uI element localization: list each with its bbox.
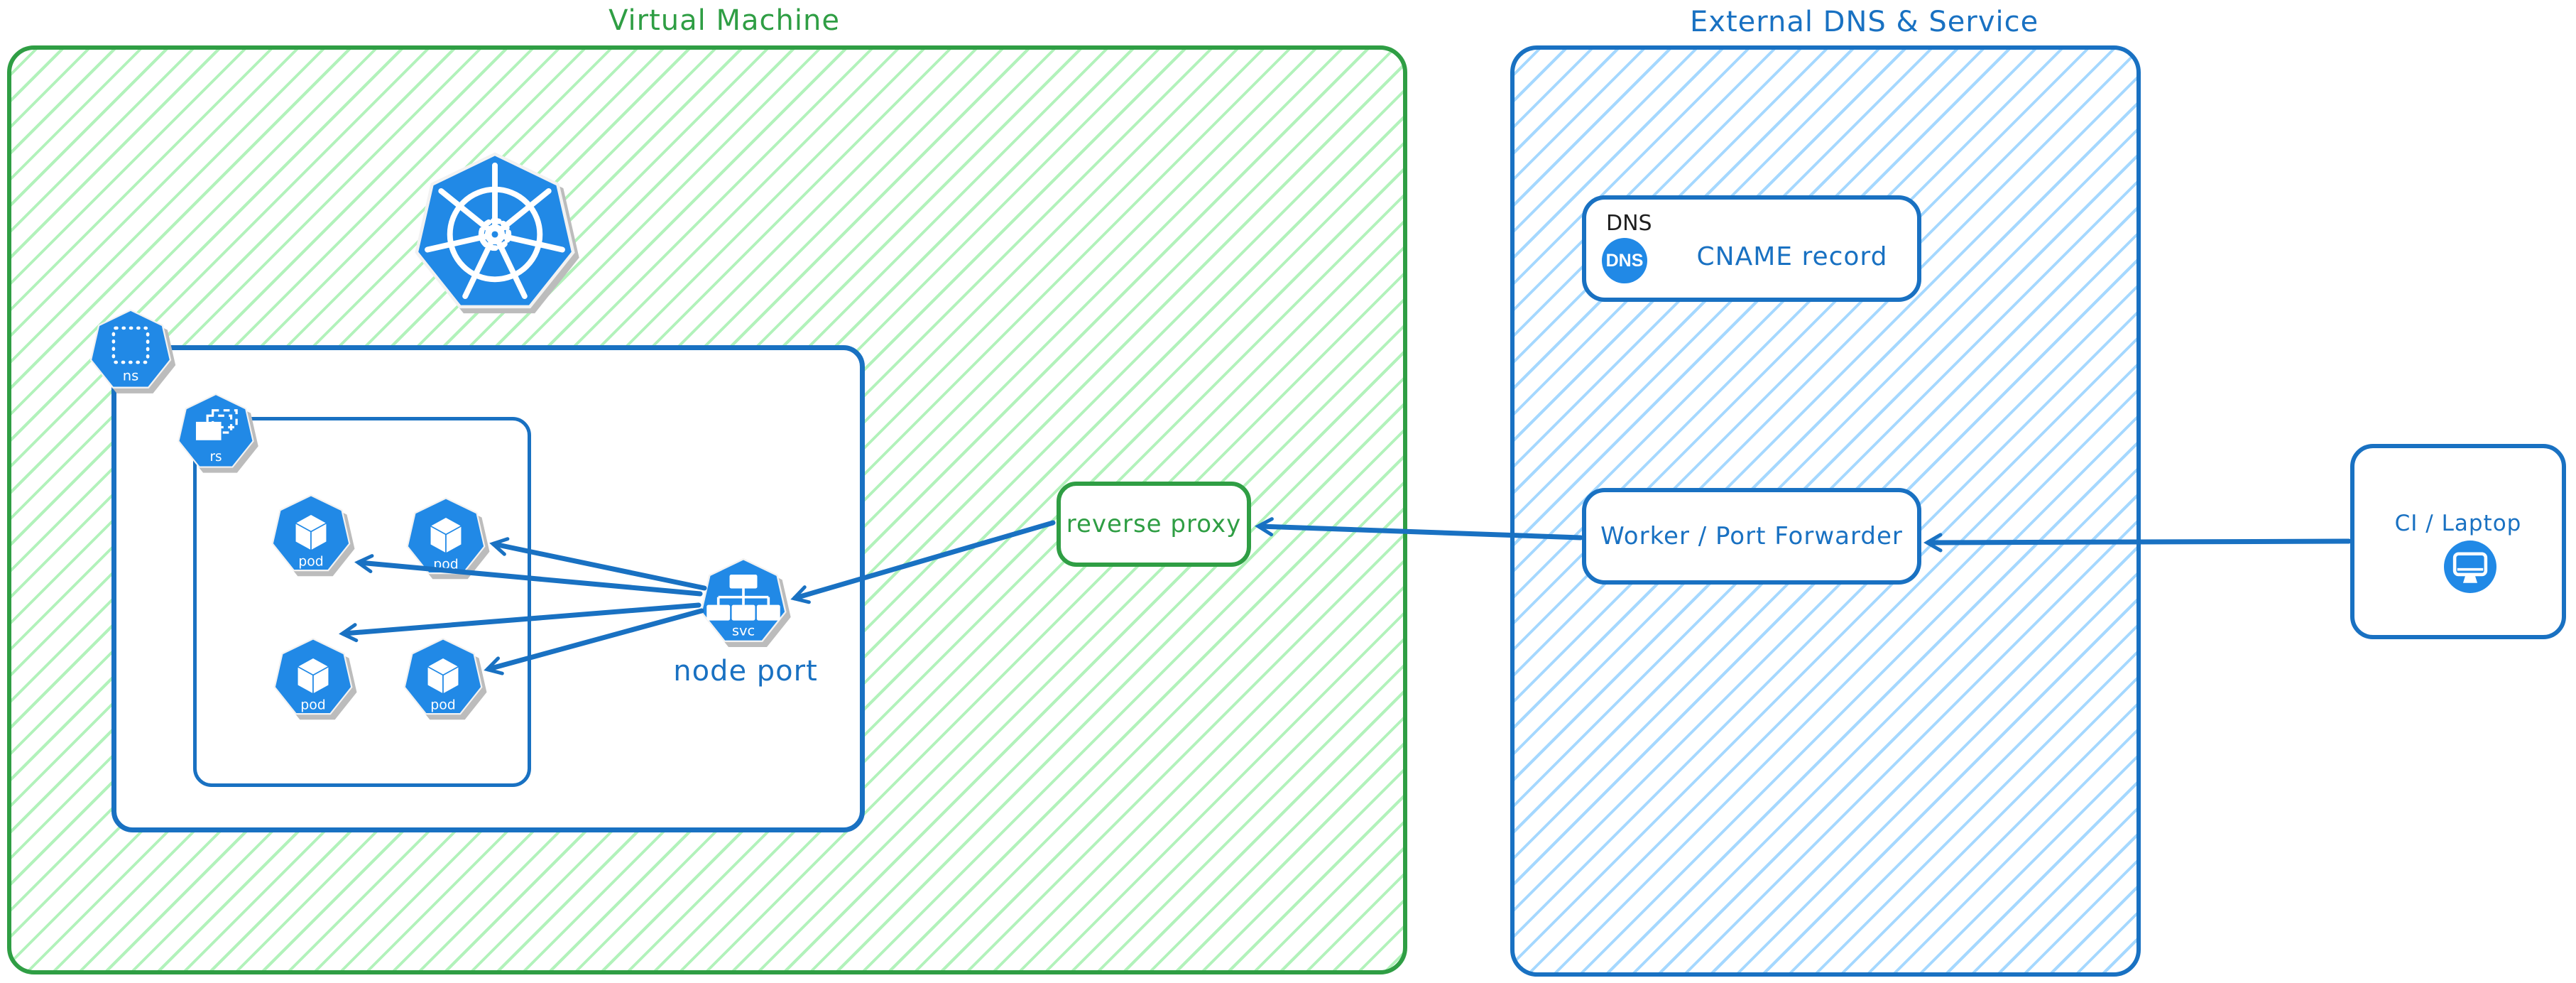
virtual-machine-title: Virtual Machine [608,4,840,37]
ns-label: ns [123,367,139,384]
pod-icon-4: pod [403,638,483,715]
pod-label: pod [300,697,326,712]
helm-wheel-icon [425,162,565,299]
monitor-icon [2452,552,2488,583]
replicaset-box [193,417,531,787]
node-port-label: node port [673,655,818,688]
pod-icon-3: pod [273,638,353,715]
reverse-proxy-label: reverse proxy [1066,510,1242,538]
worker-port-forwarder-box: Worker / Port Forwarder [1582,488,1921,585]
pod-label: pod [298,553,324,569]
kubernetes-logo-icon [415,152,575,309]
dns-caption: DNS [1606,211,1652,236]
worker-port-forwarder-label: Worker / Port Forwarder [1600,522,1903,550]
ci-laptop-label: CI / Laptop [2394,511,2522,536]
cube-glyph [294,514,328,552]
stacked-rects-glyph [195,409,238,440]
dns-badge-label: DNS [1605,250,1644,271]
cube-glyph [426,657,460,695]
rs-label: rs [209,450,222,465]
dns-badge-icon: DNS [1602,238,1647,283]
cube-glyph [429,516,463,555]
namespace-icon: ns [89,309,172,389]
pod-label: pod [433,556,459,572]
cname-record-label: CNAME record [1696,241,1888,271]
svc-label: svc [732,622,755,639]
service-icon: svc [700,558,787,643]
ci-laptop-box: CI / Laptop [2350,444,2566,639]
dns-cname-box: DNS DNS CNAME record [1582,195,1921,302]
laptop-badge [2444,541,2496,593]
pod-label: pod [430,697,456,712]
cube-glyph [296,657,330,695]
external-dns-service-title: External DNS & Service [1690,6,2039,38]
pod-icon-1: pod [271,494,351,572]
pod-icon-2: pod [406,497,486,575]
service-tree-glyph [706,575,780,621]
replicaset-icon: rs [178,393,254,468]
reverse-proxy-box: reverse proxy [1057,482,1251,567]
dotted-square-glyph [111,326,150,364]
